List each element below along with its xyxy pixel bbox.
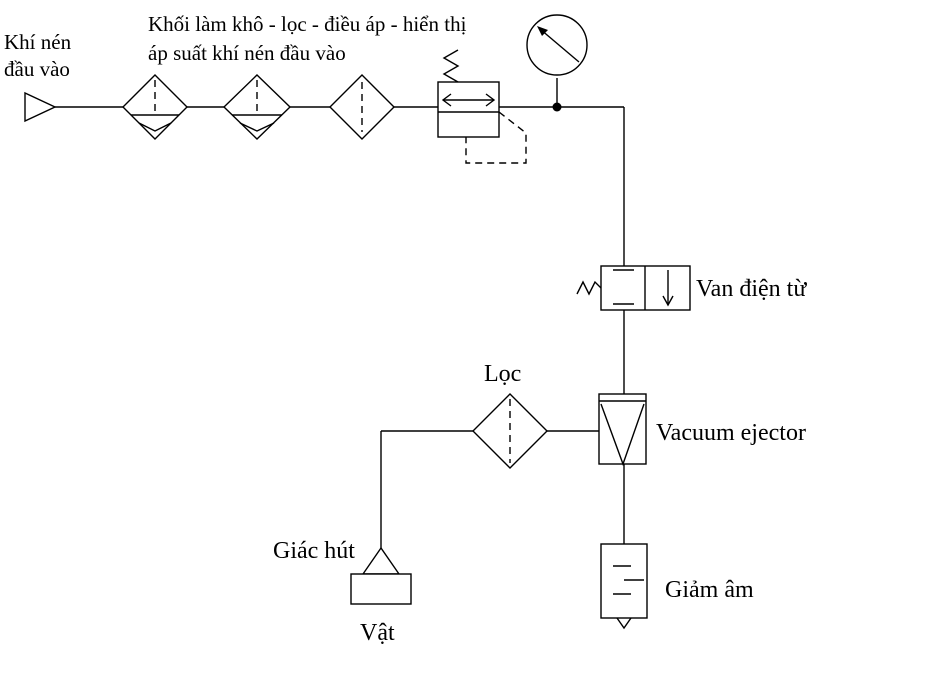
dryer-unit-1 [122, 74, 188, 140]
silencer-label: Giảm âm [665, 577, 754, 603]
object-label: Vật [360, 620, 395, 646]
inlet-source-symbol [24, 91, 57, 123]
vacuum-ejector-label: Vacuum ejector [656, 420, 806, 446]
vacuum-filter [472, 393, 548, 469]
pressure-gauge [526, 14, 588, 76]
pipe-lines [55, 78, 625, 548]
inlet-label-line1: Khí nén [4, 30, 72, 54]
filter-unit-3 [329, 74, 395, 140]
frl-label-line2: áp suất khí nén đầu vào [148, 41, 346, 65]
suction-cup [361, 546, 401, 575]
filter-unit-2 [222, 74, 292, 140]
object-block [350, 573, 412, 605]
solenoid-valve [576, 265, 691, 311]
pressure-regulator [437, 49, 527, 164]
silencer [600, 543, 648, 630]
vacuum-ejector [598, 393, 647, 467]
suction-cup-label: Giác hút [273, 538, 355, 564]
inlet-label-line2: đầu vào [4, 57, 70, 81]
filter-label: Lọc [484, 361, 521, 387]
solenoid-valve-label: Van điện từ [696, 276, 807, 302]
frl-label-line1: Khối làm khô - lọc - điều áp - hiển thị [148, 12, 467, 36]
pipe-junction-dot [552, 102, 562, 112]
